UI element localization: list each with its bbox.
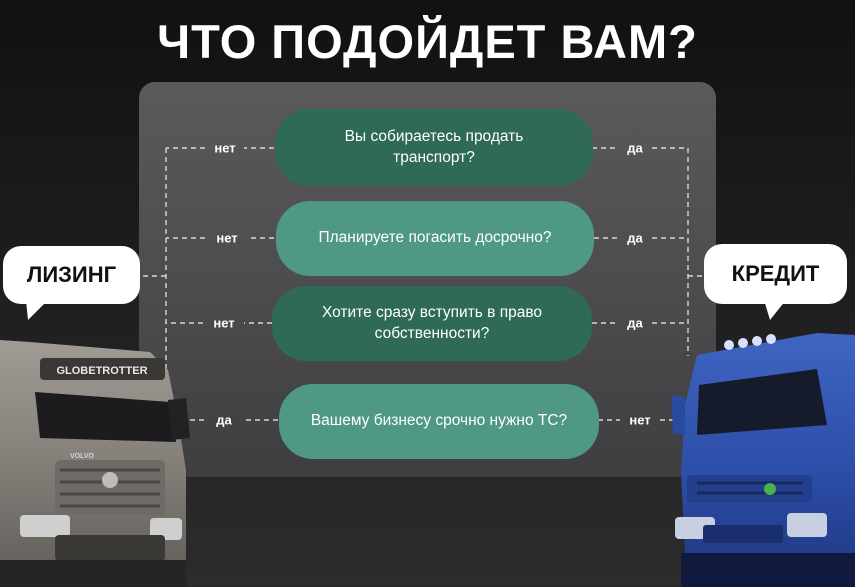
answer-right-1: да <box>627 140 643 156</box>
answer-right-4: нет <box>629 412 651 428</box>
answer-right-3: да <box>627 315 643 331</box>
answer-left-3: нет <box>213 315 235 331</box>
question-1: Вы собираетесь продать транспорт? <box>275 109 593 186</box>
question-3: Хотите сразу вступить в право собственно… <box>272 286 592 361</box>
left-truck-brand-plate: GLOBETROTTER <box>56 365 147 377</box>
right-truck-image <box>671 333 855 587</box>
answer-left-1: нет <box>214 140 236 156</box>
left-truck-image: GLOBETROTTER VOLVO <box>0 340 190 587</box>
answer-left-2: нет <box>216 230 238 246</box>
leasing-bubble: ЛИЗИНГ <box>3 246 140 304</box>
answer-left-4: да <box>216 412 232 428</box>
credit-bubble: КРЕДИТ <box>704 244 847 304</box>
credit-bubble-tail <box>764 300 786 320</box>
left-truck-grille-badge: VOLVO <box>70 453 95 460</box>
page-title: ЧТО ПОДОЙДЕТ ВАМ? <box>157 15 698 68</box>
answer-right-2: да <box>627 230 643 246</box>
leasing-bubble-tail <box>26 300 48 320</box>
question-2: Планируете погасить досрочно? <box>276 201 594 276</box>
question-4: Вашему бизнесу срочно нужно ТС? <box>279 384 599 459</box>
